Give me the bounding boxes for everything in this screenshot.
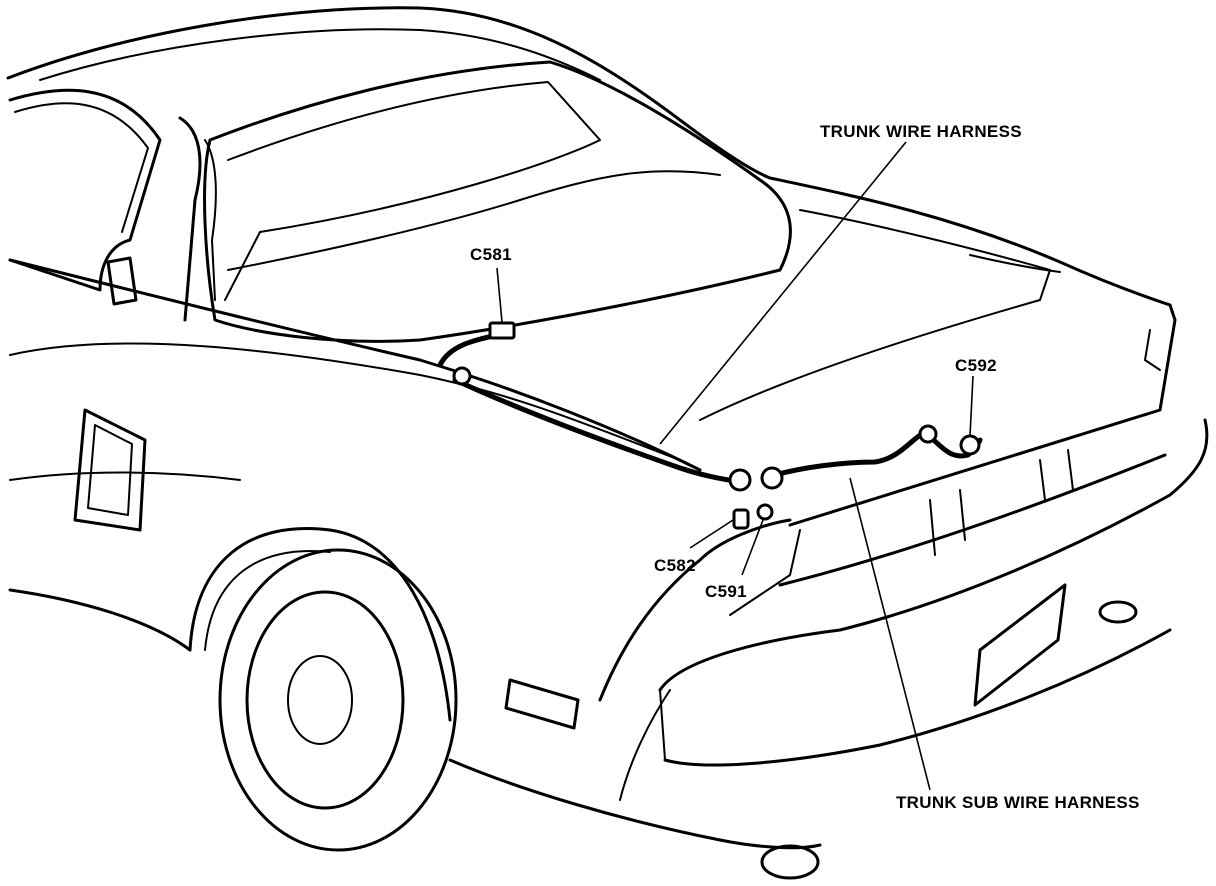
rear-wheel-rim bbox=[245, 590, 405, 810]
grommet-trunk-right bbox=[760, 466, 784, 490]
leader-c591 bbox=[741, 519, 764, 576]
exhaust-tip-right bbox=[1098, 600, 1138, 624]
rear-wheel-hub bbox=[287, 655, 353, 745]
c-pillar bbox=[178, 116, 202, 322]
grommet-left-upper bbox=[452, 366, 472, 386]
leader-c592 bbox=[969, 375, 974, 437]
bumper-corner bbox=[659, 689, 666, 761]
side-window-inner bbox=[14, 102, 149, 233]
trunk-wire-harness-path bbox=[437, 332, 743, 485]
connector-c591[interactable] bbox=[756, 503, 774, 521]
rear-window-glass bbox=[224, 81, 601, 301]
spoiler-line bbox=[969, 254, 1061, 273]
label-c581: C581 bbox=[470, 245, 512, 264]
trunk-lid bbox=[768, 176, 1172, 307]
body-crease bbox=[9, 471, 241, 481]
tail-light-divider-1 bbox=[929, 499, 936, 556]
leader-trunk-wire-harness bbox=[659, 141, 907, 445]
tail-light-divider-4 bbox=[1067, 449, 1074, 491]
rear-corner-crease bbox=[619, 689, 671, 801]
tail-light-lens-left bbox=[729, 529, 801, 616]
rear-bumper-lower bbox=[663, 628, 1172, 767]
roof-inner-line bbox=[39, 28, 601, 81]
grommet-c592-left bbox=[918, 424, 938, 444]
side-window bbox=[8, 88, 162, 292]
side-marker-light bbox=[504, 678, 580, 730]
leader-c582 bbox=[689, 519, 734, 549]
harness-routing bbox=[437, 332, 983, 485]
rocker-panel bbox=[8, 588, 192, 652]
callout-labels: TRUNK WIRE HARNESS C581 C592 C582 C591 T… bbox=[470, 122, 1140, 812]
tail-light-divider-3 bbox=[1039, 459, 1046, 501]
tail-light-lower bbox=[778, 453, 1167, 587]
rear-corner bbox=[598, 518, 792, 702]
rear-window bbox=[203, 60, 792, 343]
roof-outline bbox=[6, 6, 772, 180]
leader-c581 bbox=[496, 267, 503, 323]
quarter-panel-upper bbox=[8, 258, 702, 472]
side-intake bbox=[73, 408, 147, 532]
connector-c582[interactable] bbox=[732, 508, 750, 530]
license-plate-recess bbox=[973, 583, 1067, 707]
tail-light-panel bbox=[788, 303, 1177, 527]
label-c582: C582 bbox=[654, 556, 696, 575]
side-intake-inner bbox=[87, 424, 133, 516]
connector-c581[interactable] bbox=[488, 321, 516, 340]
lower-body-rear bbox=[448, 758, 822, 850]
label-trunk-wire-harness: TRUNK WIRE HARNESS bbox=[820, 122, 1022, 141]
label-c591: C591 bbox=[705, 582, 747, 601]
exhaust-tip-left bbox=[760, 844, 820, 880]
rear-tire bbox=[218, 548, 458, 852]
connectors bbox=[452, 321, 981, 530]
connector-c592[interactable] bbox=[959, 434, 981, 456]
trunk-lid-inner bbox=[699, 209, 1051, 421]
tail-light-divider-2 bbox=[959, 489, 966, 541]
label-c592: C592 bbox=[955, 356, 997, 375]
door-mirror bbox=[106, 256, 138, 306]
wheel-arch-lip bbox=[204, 550, 331, 651]
tail-light-lens-right bbox=[1144, 329, 1161, 371]
leader-lines bbox=[496, 141, 974, 791]
quarter-panel-line bbox=[9, 342, 681, 461]
trunk-sub-wire-harness-path bbox=[772, 429, 983, 478]
label-trunk-sub-wire-harness: TRUNK SUB WIRE HARNESS bbox=[896, 793, 1140, 812]
rear-bumper bbox=[658, 418, 1209, 692]
wheel-arch bbox=[188, 527, 452, 722]
leader-trunk-sub-wire-harness bbox=[849, 477, 931, 791]
rear-window-defrost bbox=[227, 170, 721, 271]
car-body bbox=[6, 6, 1209, 880]
grommet-trunk-left bbox=[728, 468, 752, 492]
